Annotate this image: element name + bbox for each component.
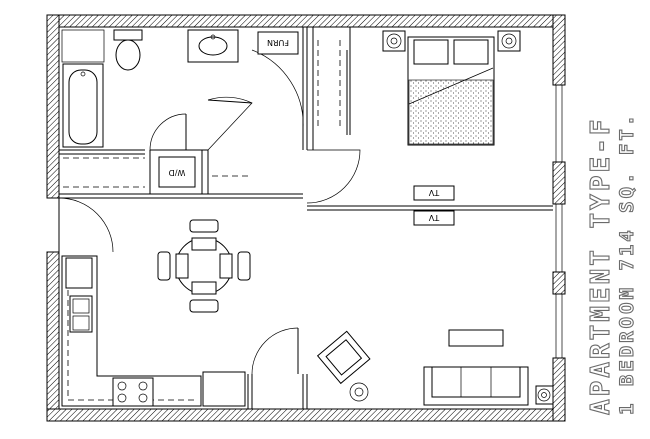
washer-dryer [158,156,196,188]
armchair [316,330,371,385]
refrigerator [65,257,93,289]
coffee-table [448,329,504,347]
tv-living-label: TV [428,213,440,222]
washer-dryer-label: W/D [169,168,186,177]
tv-bedroom-label: TV [428,188,440,197]
tv-living [413,210,455,226]
toilet [115,39,141,71]
furnace-label: FURN [267,38,289,47]
apartment-type-title: APARTMENT TYPE-F [586,117,616,415]
nightstand-lamp-right [497,30,521,52]
dining [157,219,251,313]
side-lamp [349,382,369,402]
apartment-size-subtitle: 1 BEDROOM 714 SQ. FT. [616,112,638,415]
pillow-left [413,39,449,65]
pantry [202,371,246,407]
bedroom: TV [317,30,521,201]
sofa [423,366,529,406]
windows [555,85,563,358]
living-room: TV [316,210,554,406]
tv-bedroom [413,185,455,201]
interior-walls [59,27,553,409]
plan-title: APARTMENT TYPE-F 1 BEDROOM 714 SQ. FT. [585,111,638,415]
corner-lamp [535,385,554,405]
bathroom [61,29,239,148]
pillow-right [453,39,489,65]
toilet-tank [113,29,143,41]
range [112,377,154,407]
doors [58,49,361,375]
sink [198,36,228,56]
nightstand-lamp-left [382,30,406,52]
kitchen [61,255,246,407]
furnace [257,31,299,55]
kitchen-sink [69,295,93,333]
utility: W/D FURN [63,31,299,188]
